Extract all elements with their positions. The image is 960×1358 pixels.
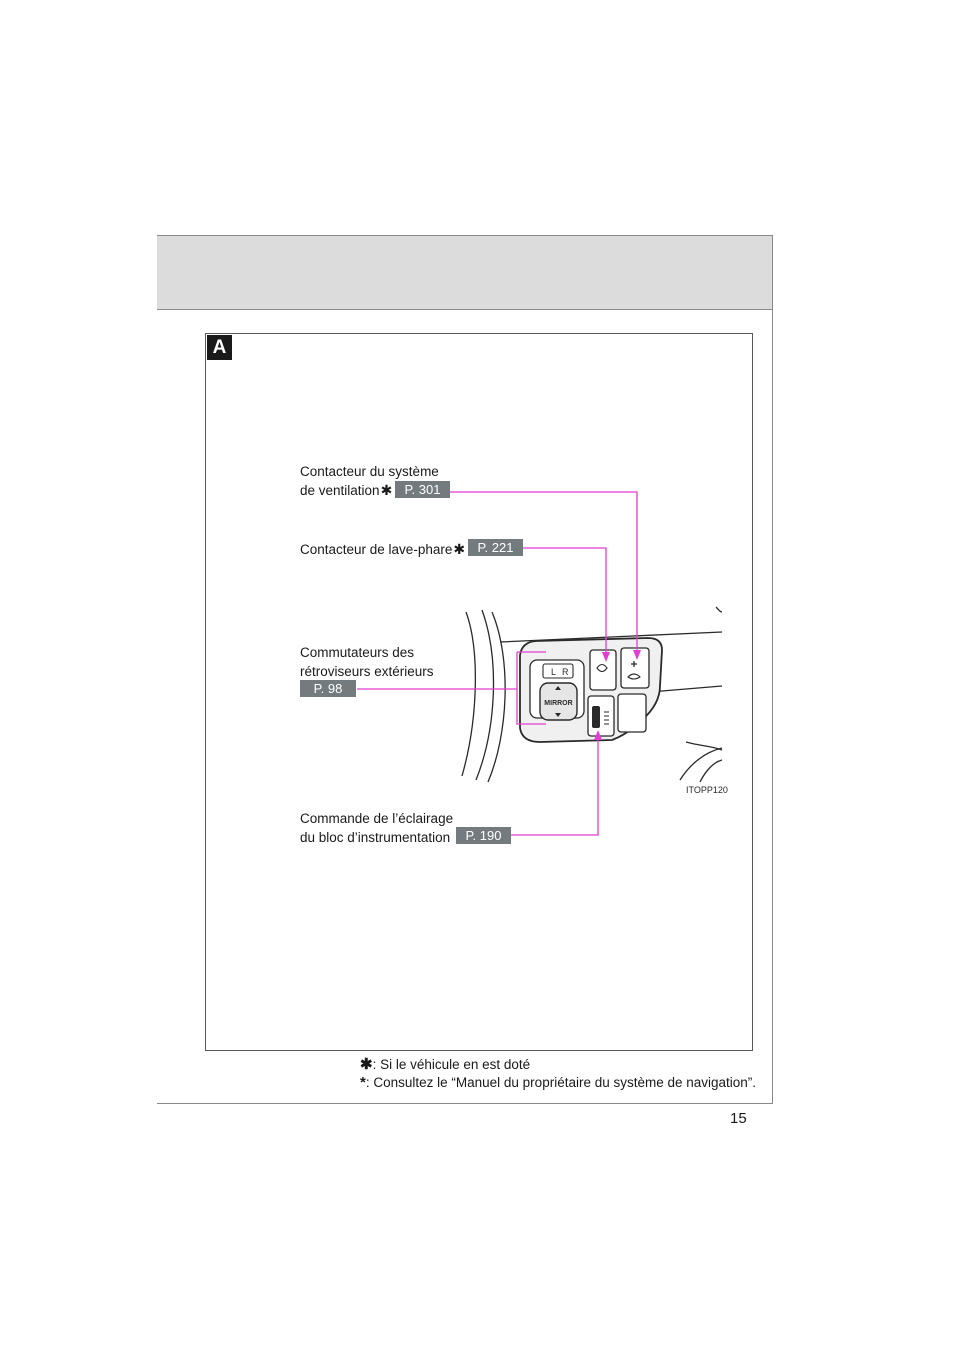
mirror-switch-label-line2: rétroviseurs extérieurs	[300, 664, 434, 679]
right-margin-rule	[772, 235, 773, 1103]
mirror-right-label: R	[562, 667, 569, 677]
switch-panel: L R MIRROR	[519, 637, 663, 743]
footnote-optional: ✱: Si le véhicule en est doté	[360, 1055, 530, 1075]
page-number: 15	[730, 1110, 747, 1127]
ventilation-page-ref[interactable]: P. 301	[395, 481, 450, 498]
illustration-panel	[205, 333, 753, 1051]
footnote-star: ✱	[360, 1056, 373, 1073]
footnote-optional-text: : Si le véhicule en est doté	[372, 1057, 531, 1072]
mirror-switch-page-ref[interactable]: P. 98	[300, 680, 356, 697]
mirror-left-label: L	[551, 667, 556, 677]
illustration-code: ITOPP120	[686, 785, 728, 795]
ventilation-label: Contacteur du système de ventilation✱	[300, 462, 439, 500]
dimmer-label-line1: Commande de l’éclairage	[300, 811, 454, 826]
footnote-navigation: *: Consultez le “Manuel du propriétaire …	[360, 1073, 756, 1093]
dimmer-label: Commande de l’éclairage du bloc d’instru…	[300, 809, 453, 847]
ventilation-label-line1: Contacteur du système	[300, 464, 439, 479]
headlamp-cleaner-page-ref[interactable]: P. 221	[468, 539, 523, 556]
dimmer-page-ref[interactable]: P. 190	[456, 827, 511, 844]
dimmer-label-line2: du bloc d’instrumentation	[300, 830, 451, 845]
header-band	[157, 235, 773, 310]
bottom-rule	[157, 1103, 773, 1104]
callout-leader-lines	[357, 491, 638, 836]
footnote-asterisk: *	[360, 1074, 366, 1091]
mirror-switch-label-line1: Commutateurs des	[300, 645, 415, 660]
footnote-navigation-text: : Consultez le “Manuel du propriétaire d…	[365, 1075, 757, 1090]
mirror-switch-label: Commutateurs des rétroviseurs extérieurs	[300, 643, 434, 681]
mirror-button-label: MIRROR	[544, 700, 572, 707]
headlamp-cleaner-label: Contacteur de lave-phare✱	[300, 540, 465, 559]
optional-equipment-star: ✱	[380, 482, 393, 498]
ventilation-label-line2: de ventilation	[300, 483, 380, 498]
optional-equipment-star: ✱	[453, 541, 466, 557]
headlamp-cleaner-label-text: Contacteur de lave-phare	[300, 542, 453, 557]
section-tab: A	[207, 335, 232, 360]
callout-arrowheads	[594, 650, 641, 740]
